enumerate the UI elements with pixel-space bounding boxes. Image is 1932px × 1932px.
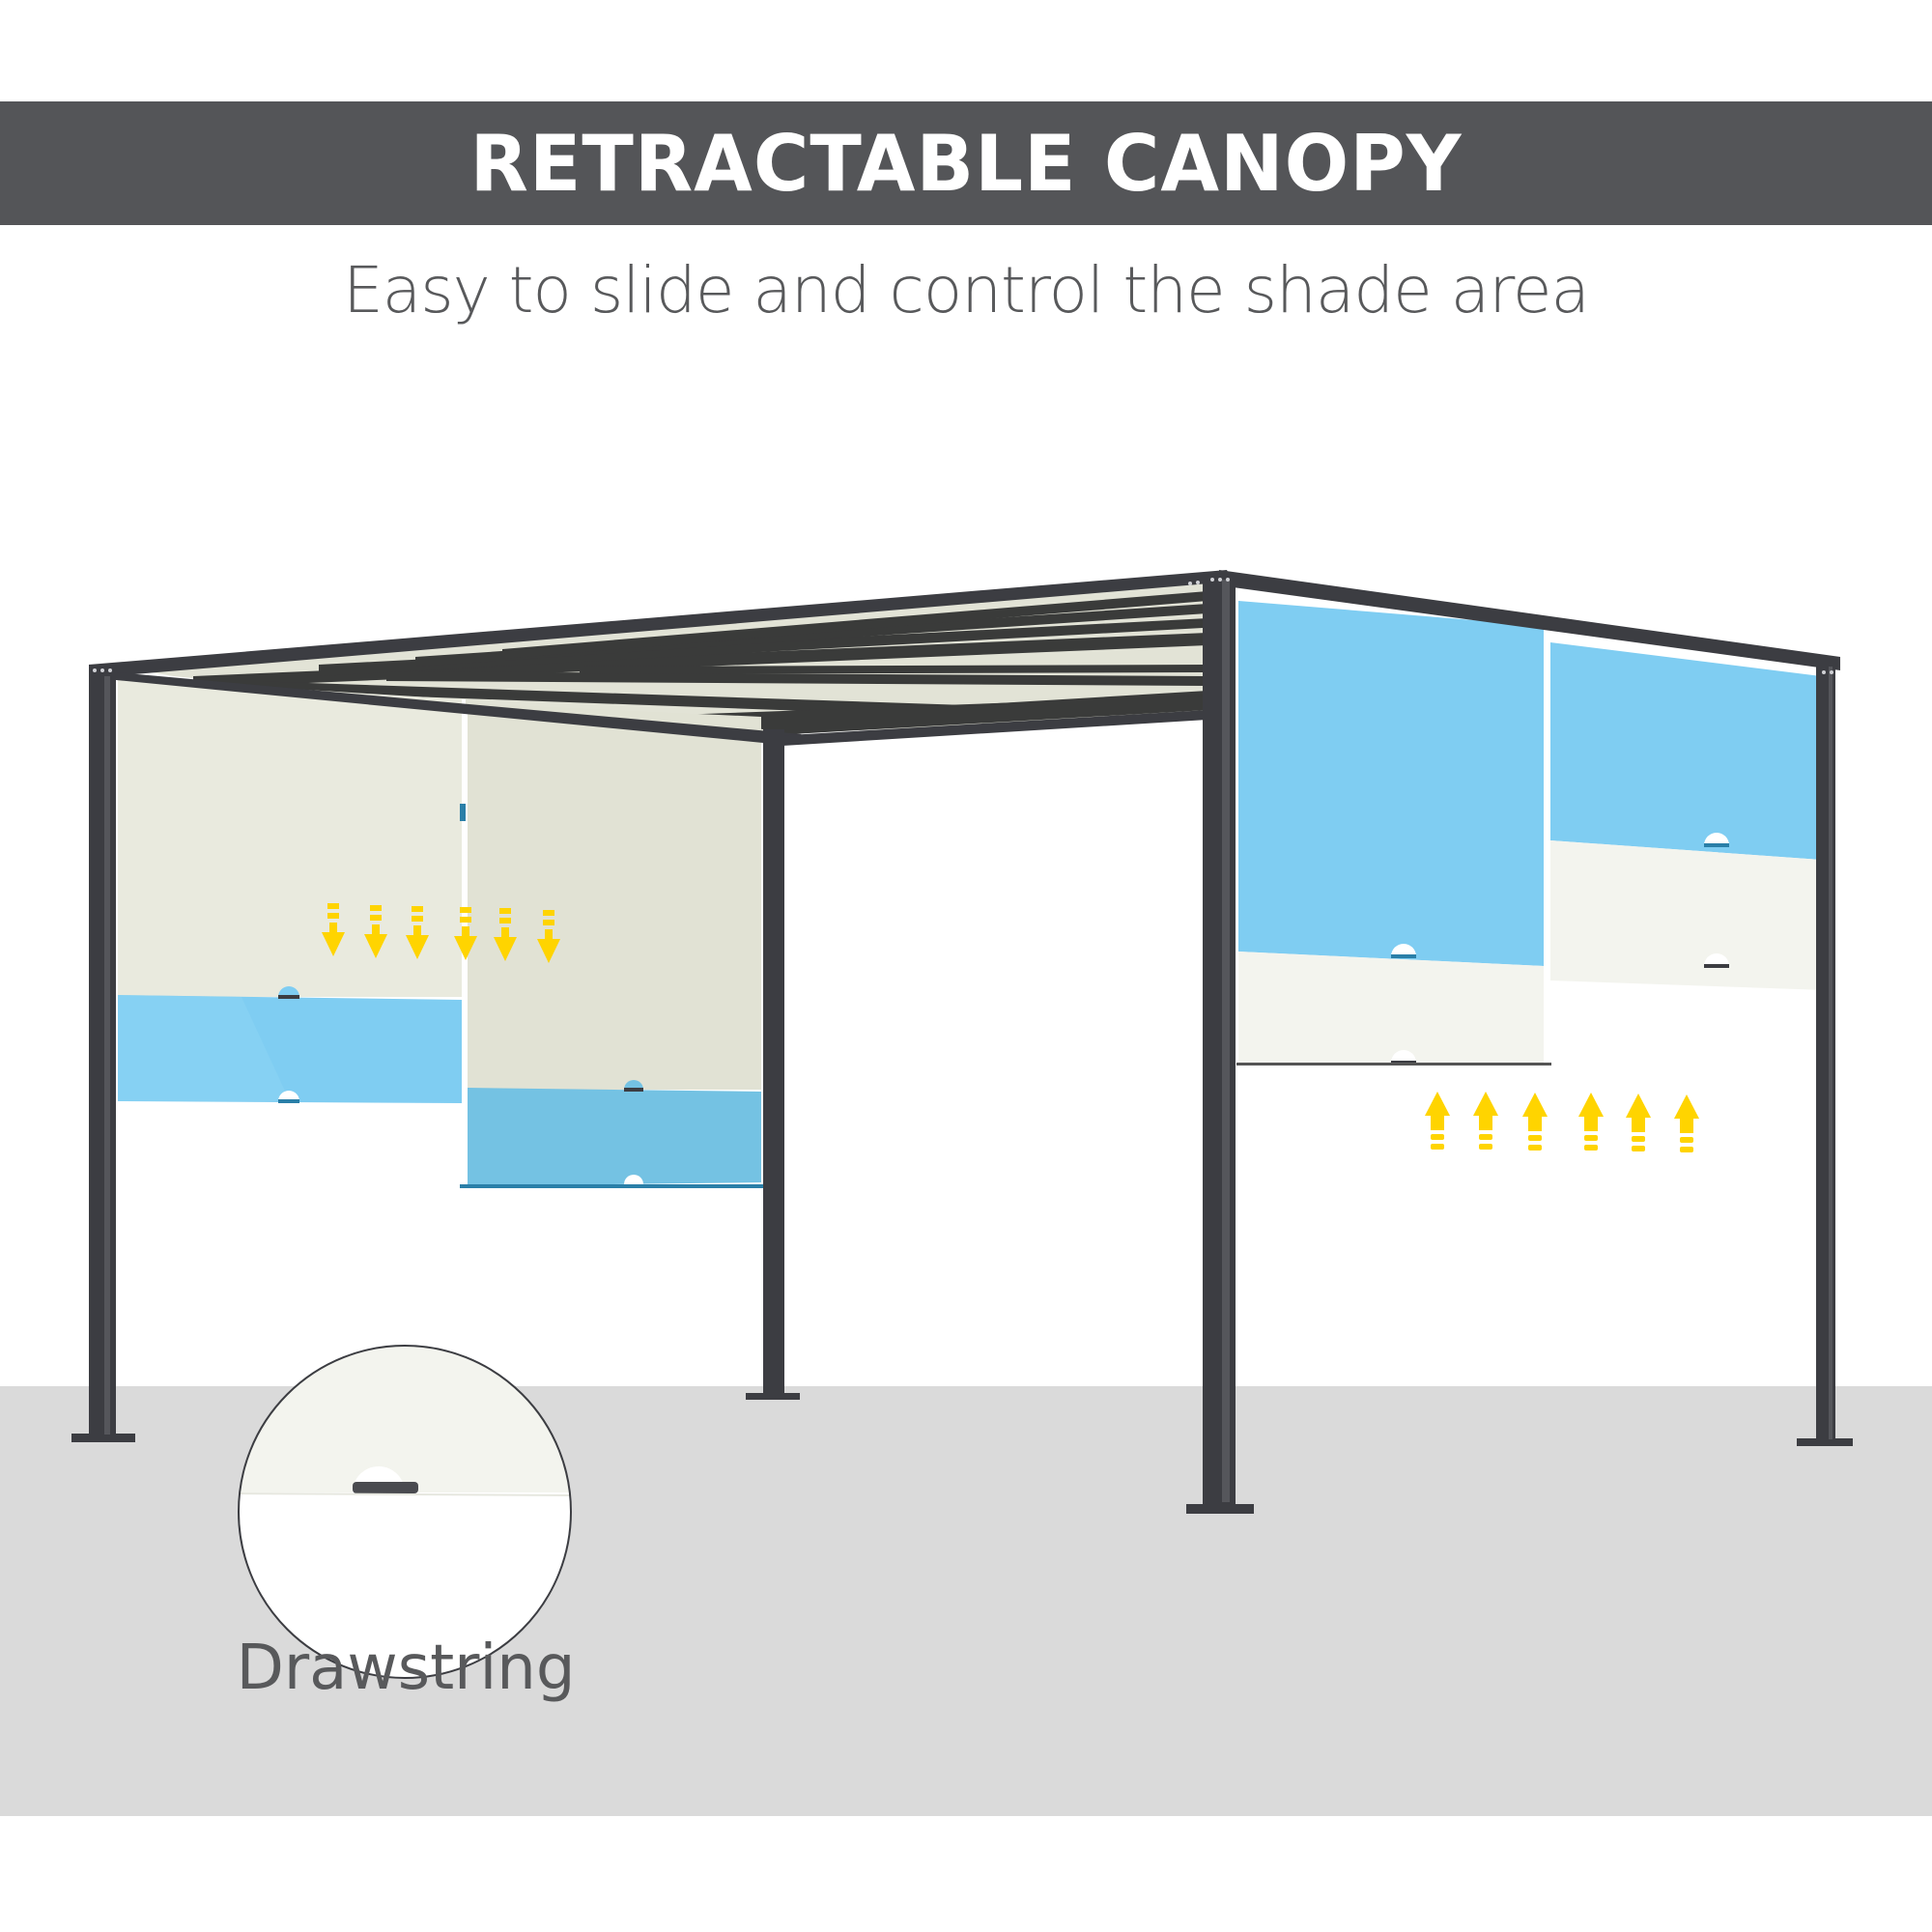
bolt-icons xyxy=(93,578,1833,674)
drawstring-label: Drawstring xyxy=(236,1633,576,1704)
pergola-frame xyxy=(71,570,1853,1514)
left-panel-2 xyxy=(460,703,763,1188)
page-subtitle: Easy to slide and control the shade area xyxy=(343,253,1590,327)
hook-icon xyxy=(460,804,466,821)
arrows-down-icon xyxy=(322,903,560,963)
roof-canopy xyxy=(116,575,1208,734)
arrows-up-icon xyxy=(1425,1092,1699,1152)
page-title: RETRACTABLE CANOPY xyxy=(469,118,1463,209)
right-panel-1 xyxy=(1236,601,1551,1065)
title-banner: RETRACTABLE CANOPY xyxy=(0,101,1932,225)
right-panel-2 xyxy=(1550,642,1826,990)
left-panel-1 xyxy=(118,678,462,1103)
